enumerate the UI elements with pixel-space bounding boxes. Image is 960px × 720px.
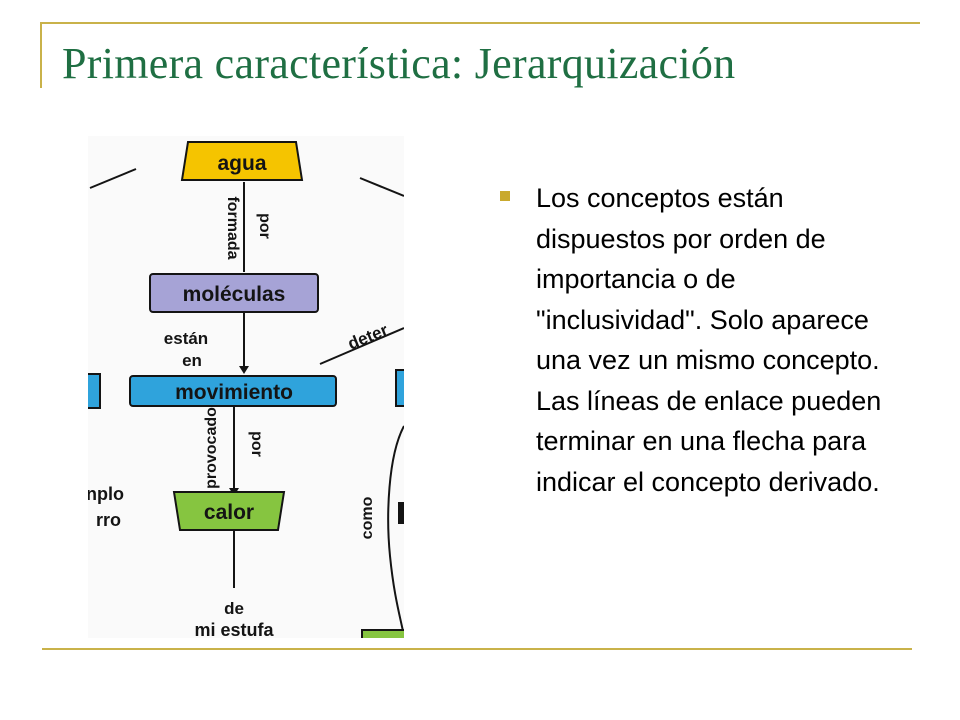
node-calor-label: calor	[204, 501, 254, 524]
link-label-provocado: provocado	[203, 407, 220, 489]
node-moleculas	[149, 273, 319, 313]
link-label-cut-bottom: rro	[96, 510, 121, 530]
link-label-por: por	[256, 213, 273, 239]
concept-map-drawing: agua formada por moléculas están en dete…	[88, 136, 404, 638]
link-label-mi-estufa: mi estufa	[194, 620, 274, 638]
edge-line	[359, 177, 404, 197]
link-label-por: por	[248, 431, 265, 457]
link-label-de: de	[224, 599, 244, 618]
link-label-cut-top: nplo	[88, 484, 124, 504]
edge-line	[89, 168, 137, 189]
link-label-formada: formada	[224, 196, 241, 259]
square-bullet-icon	[500, 191, 510, 201]
node-movimiento	[129, 375, 337, 407]
node-agua-label: agua	[217, 152, 266, 175]
concept-map-image: agua formada por moléculas están en dete…	[88, 136, 404, 638]
bottom-rule	[42, 648, 912, 650]
slide-title: Primera característica: Jerarquización	[62, 39, 736, 88]
edge-curve	[387, 425, 404, 637]
node-partial-right	[395, 369, 404, 407]
link-label-como: como	[359, 496, 376, 539]
node-calor	[172, 491, 286, 531]
link-label-en: en	[182, 351, 202, 370]
arrow-head	[239, 366, 249, 374]
top-rule	[40, 22, 920, 24]
bullet-text: Los conceptos están dispuestos por orden…	[536, 183, 882, 497]
node-partial-left	[88, 373, 101, 409]
left-rule	[40, 22, 42, 88]
node-agua	[180, 141, 304, 181]
partial-glyph	[398, 502, 404, 524]
link-label-estan: están	[164, 329, 208, 348]
edge-line	[319, 327, 404, 365]
node-movimiento-label: movimiento	[175, 381, 293, 404]
node-partial-bottom	[361, 629, 404, 638]
node-moleculas-label: moléculas	[183, 283, 286, 306]
